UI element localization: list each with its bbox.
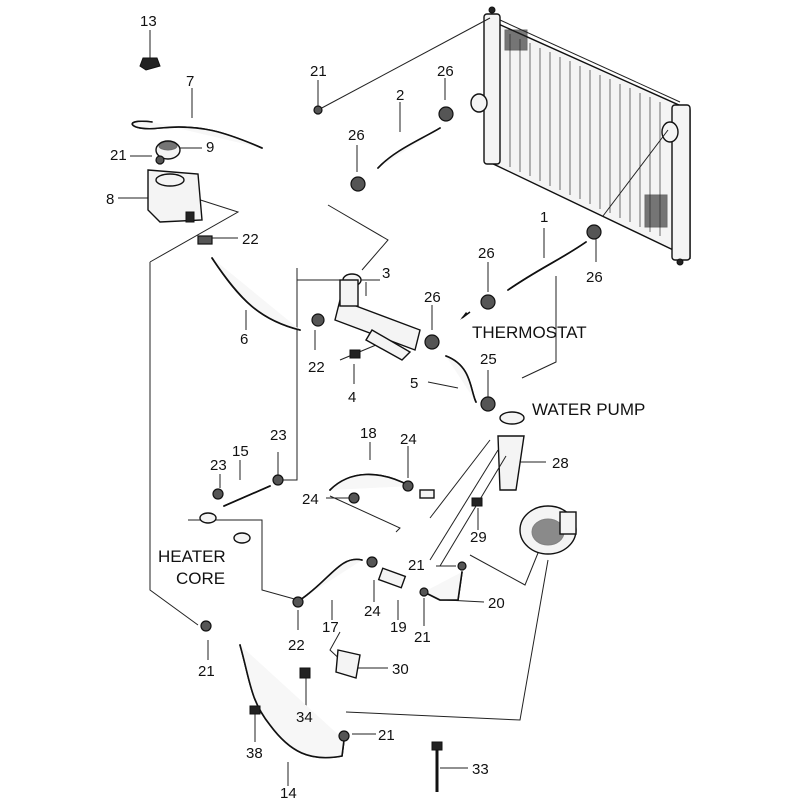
callout-4: 4 — [348, 389, 356, 406]
heater-core-pipes — [199, 512, 251, 544]
callout-25: 25 — [480, 351, 497, 368]
clip-38 — [249, 705, 261, 715]
callout-20: 20 — [488, 595, 505, 612]
callout-28: 28 — [552, 455, 569, 472]
callout-2: 2 — [396, 87, 404, 104]
callout-14: 14 — [280, 785, 297, 800]
callout-24-b: 24 — [302, 491, 319, 508]
thermostat-housing-3 — [334, 273, 421, 361]
callout-7: 7 — [186, 73, 194, 90]
callout-34: 34 — [296, 709, 313, 726]
clamp-23-a — [212, 488, 224, 500]
callout-24-a: 24 — [400, 431, 417, 448]
clamp-24-a — [348, 492, 360, 504]
clamp-25 — [480, 396, 496, 412]
clamp-24-b — [402, 480, 414, 492]
callout-22-c: 22 — [288, 637, 305, 654]
callout-13: 13 — [140, 13, 157, 30]
callout-18: 18 — [360, 425, 377, 442]
callout-5: 5 — [410, 375, 418, 392]
clamp-21-b — [313, 105, 323, 115]
callout-23-b: 23 — [210, 457, 227, 474]
bolt-29 — [471, 497, 483, 507]
leader-lines — [118, 17, 669, 786]
callout-21-b: 21 — [110, 147, 127, 164]
callout-21-top: 21 — [310, 63, 327, 80]
label-core: CORE — [176, 569, 225, 588]
label-heater: HEATER — [158, 547, 226, 566]
callout-26-e: 26 — [424, 289, 441, 306]
callout-38: 38 — [246, 745, 263, 762]
callout-9: 9 — [206, 139, 214, 156]
callout-26-b: 26 — [348, 127, 365, 144]
clamp-22-b — [197, 235, 213, 245]
callout-17: 17 — [322, 619, 339, 636]
clamp-21-c — [419, 587, 429, 597]
water-pump-inlet — [499, 411, 525, 425]
clamp-26-group — [350, 106, 602, 350]
callout-8: 8 — [106, 191, 114, 208]
water-pump — [519, 505, 577, 555]
callout-21-e: 21 — [198, 663, 215, 680]
connector-19 — [377, 567, 407, 589]
label-water-pump: WATER PUMP — [532, 400, 645, 419]
callout-19: 19 — [390, 619, 407, 636]
callout-22-b: 22 — [308, 359, 325, 376]
bolt-13 — [139, 57, 161, 71]
clamp-24-c — [366, 556, 378, 568]
callout-24-c: 24 — [364, 603, 381, 620]
coolant-reservoir-8 — [147, 169, 203, 223]
pressure-cap-9 — [155, 140, 181, 160]
cable-tie-33 — [431, 741, 443, 792]
radiator — [470, 6, 691, 266]
bracket-28 — [429, 435, 525, 567]
callout-29: 29 — [470, 529, 487, 546]
clamp-21-a — [155, 155, 165, 165]
callout-23-a: 23 — [270, 427, 287, 444]
clamp-21-f — [338, 730, 350, 742]
callout-22-a: 22 — [242, 231, 259, 248]
callout-1: 1 — [540, 209, 548, 226]
callout-6: 6 — [240, 331, 248, 348]
component-labels: THERMOSTAT WATER PUMP HEATER CORE — [158, 323, 645, 588]
callout-33: 33 — [472, 761, 489, 778]
callout-26-a: 26 — [437, 63, 454, 80]
callout-26-d: 26 — [586, 269, 603, 286]
fitting-18 — [419, 489, 435, 499]
callout-26-c: 26 — [478, 245, 495, 262]
callout-3: 3 — [382, 265, 390, 282]
callout-30: 30 — [392, 661, 409, 678]
callout-21-d: 21 — [414, 629, 431, 646]
callout-21-f: 21 — [378, 727, 395, 744]
bolt-4 — [349, 349, 361, 359]
label-thermostat: THERMOSTAT — [472, 323, 587, 342]
bracket-30 — [335, 649, 361, 679]
clamp-21-e — [200, 620, 212, 632]
callout-15: 15 — [232, 443, 249, 460]
bolt-34 — [299, 667, 311, 679]
clamp-23-b — [272, 474, 284, 486]
callout-numbers: 13 7 21 2 26 26 21 9 8 22 1 26 26 3 26 6… — [106, 13, 603, 800]
clamp-21-d — [457, 561, 467, 571]
clamp-22-c — [292, 596, 304, 608]
clamp-22-a — [311, 313, 325, 327]
callout-21-c: 21 — [408, 557, 425, 574]
